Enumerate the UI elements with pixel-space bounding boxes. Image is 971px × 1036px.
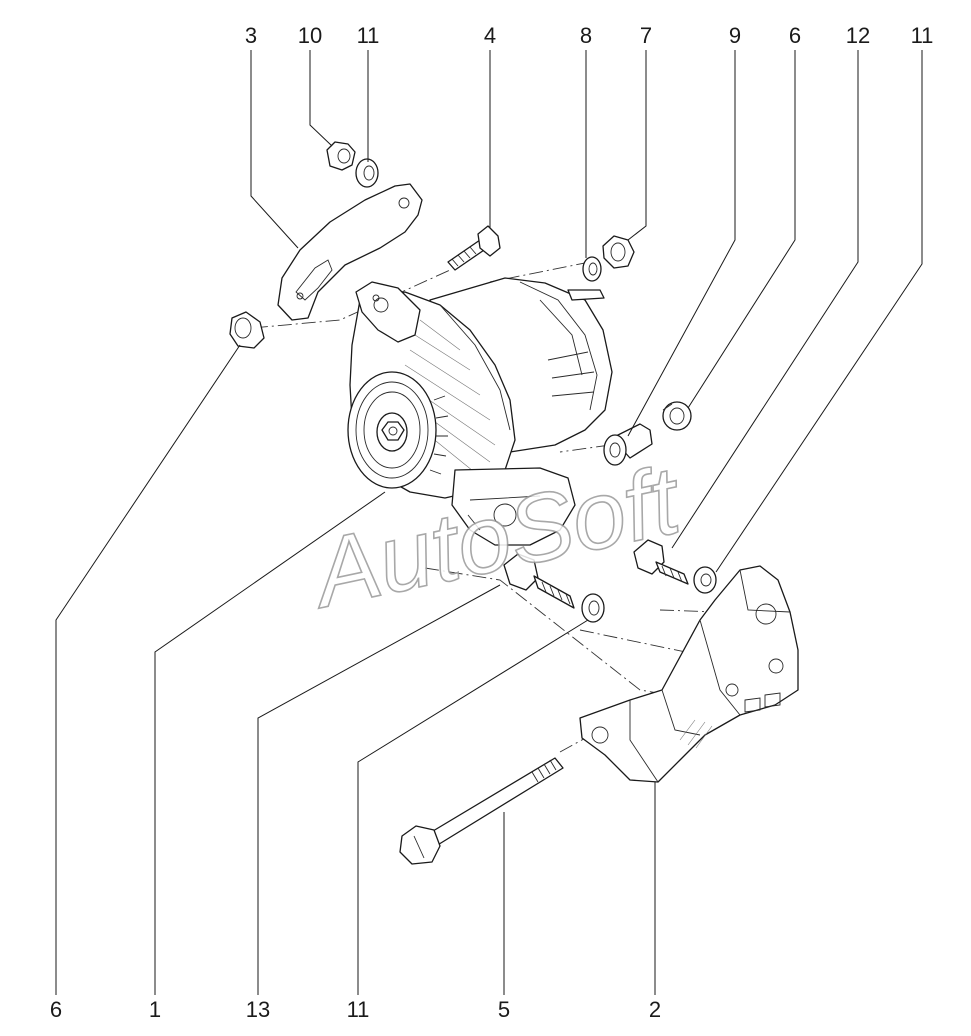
callout-13: 13 [246,997,270,1022]
leader-lines [55,50,923,995]
callout-4: 4 [484,23,496,48]
callout-8: 8 [580,23,592,48]
bushing-6-left [229,311,265,349]
callout-6-top: 6 [789,23,801,48]
adjusting-bracket [277,183,423,321]
sleeve-9 [603,423,653,466]
callout-labels-bottom: 6 1 13 11 5 2 [50,997,661,1022]
callout-1: 1 [149,997,161,1022]
callout-11-top: 11 [357,23,380,48]
callout-11-bottom: 11 [347,997,370,1022]
callout-5: 5 [498,997,510,1022]
callout-7: 7 [640,23,652,48]
callout-2: 2 [649,997,661,1022]
callout-10: 10 [298,23,322,48]
nut-7 [602,235,635,269]
callout-3: 3 [245,23,257,48]
alternator-body [347,277,613,546]
bushing-6-right [662,401,692,431]
callout-12: 12 [846,23,870,48]
callout-11-far-right: 11 [911,23,934,48]
bolt-12 [633,539,689,585]
washer-11-top [355,158,379,188]
callout-9: 9 [729,23,741,48]
bolt-4 [447,225,501,271]
mounting-bracket-2 [579,565,799,783]
washer-11-middle [581,593,605,623]
bolt-13 [503,553,575,609]
nut-10 [326,141,356,171]
washer-11-right [693,566,717,594]
long-bolt-5 [399,757,564,865]
spring-washer-8 [582,256,602,282]
callout-6-bottom: 6 [50,997,62,1022]
callout-labels-top: 3 10 11 4 8 7 9 6 12 11 [245,23,934,48]
